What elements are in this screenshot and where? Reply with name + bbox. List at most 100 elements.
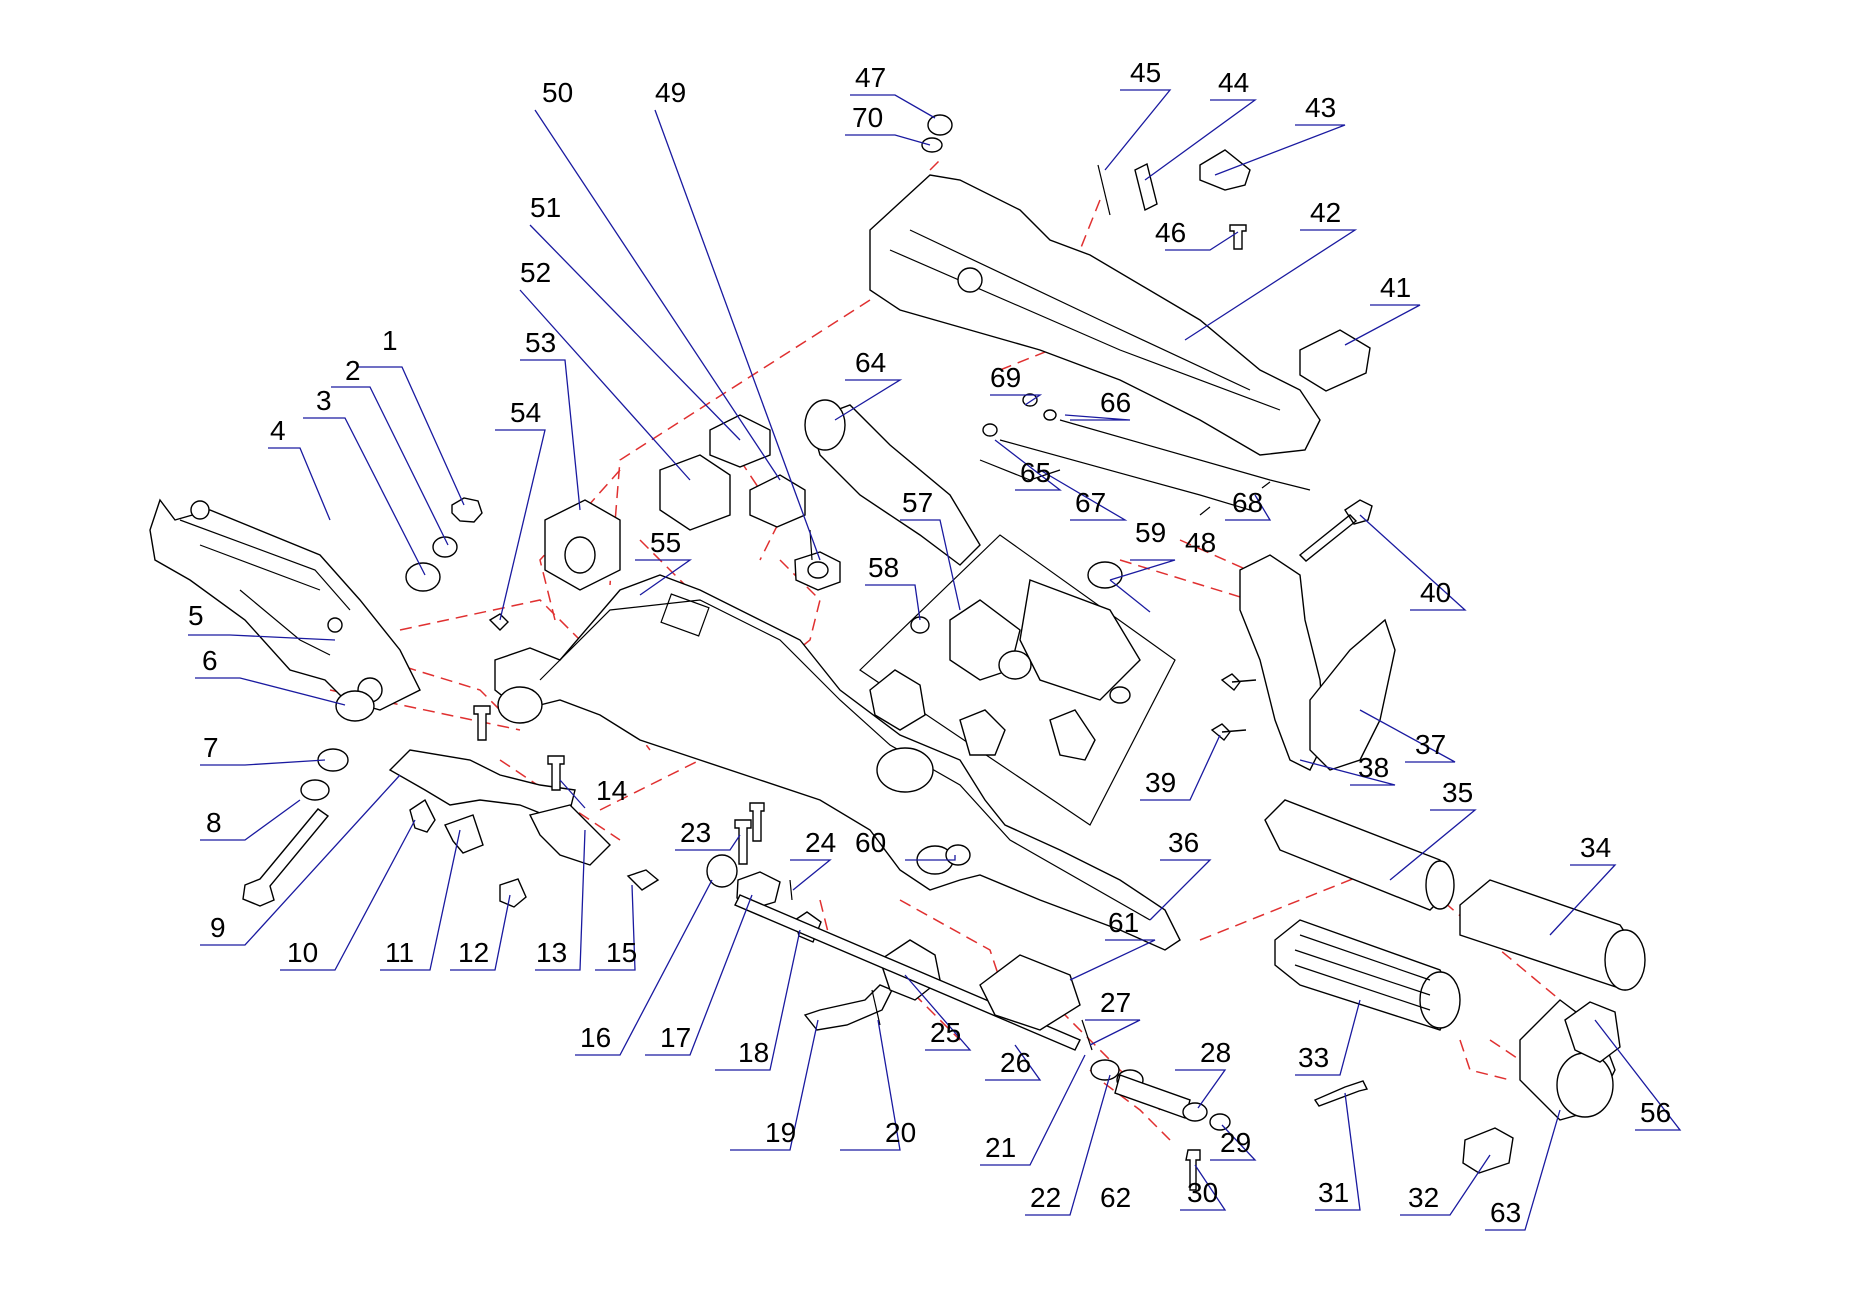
label-16: 16 — [580, 1022, 611, 1053]
part-clip-32 — [1462, 1127, 1514, 1174]
label-28: 28 — [1200, 1037, 1231, 1068]
part-washer-70 — [921, 137, 943, 153]
label-41: 41 — [1380, 272, 1411, 303]
label-63: 63 — [1490, 1197, 1521, 1228]
label-27: 27 — [1100, 987, 1131, 1018]
part-bushing-6 — [335, 690, 375, 722]
part-tube-62 — [1114, 1074, 1191, 1119]
label-55: 55 — [650, 527, 681, 558]
label-37: 37 — [1415, 729, 1446, 760]
label-32: 32 — [1408, 1182, 1439, 1213]
label-42: 42 — [1310, 197, 1341, 228]
part-cable-65 — [979, 459, 1061, 481]
label-12: 12 — [458, 937, 489, 968]
label-52: 52 — [520, 257, 551, 288]
label-23: 23 — [680, 817, 711, 848]
label-61: 61 — [1108, 907, 1139, 938]
label-8: 8 — [206, 807, 222, 838]
part-latch-43 — [1199, 149, 1251, 191]
part-pad-12 — [499, 878, 527, 908]
label-22: 22 — [1030, 1182, 1061, 1213]
label-48: 48 — [1185, 527, 1216, 558]
label-36: 36 — [1168, 827, 1199, 858]
label-38: 38 — [1358, 752, 1389, 783]
label-49: 49 — [655, 77, 686, 108]
part-cable-67 — [999, 439, 1251, 511]
label-25: 25 — [930, 1017, 961, 1048]
label-14: 14 — [596, 775, 627, 806]
label-18: 18 — [738, 1037, 769, 1068]
label-33: 33 — [1298, 1042, 1329, 1073]
part-bolt-30 — [1185, 1149, 1201, 1191]
part-plate-44 — [1134, 162, 1158, 212]
label-43: 43 — [1305, 92, 1336, 123]
label-67: 67 — [1075, 487, 1106, 518]
label-68: 68 — [1232, 487, 1263, 518]
label-56: 56 — [1640, 1097, 1671, 1128]
label-4: 4 — [270, 415, 286, 446]
part-ring-59 — [1087, 561, 1123, 589]
label-51: 51 — [530, 192, 561, 223]
part-strip-45 — [1097, 164, 1111, 216]
part-connector-41 — [1299, 329, 1371, 392]
label-45: 45 — [1130, 57, 1161, 88]
label-10: 10 — [287, 937, 318, 968]
label-47: 47 — [855, 62, 886, 93]
label-11: 11 — [385, 937, 414, 968]
part-cover-61 — [979, 954, 1081, 1031]
label-34: 34 — [1580, 832, 1611, 863]
label-17: 17 — [660, 1022, 691, 1053]
label-50: 50 — [542, 77, 573, 108]
label-54: 54 — [510, 397, 541, 428]
label-20: 20 — [885, 1117, 916, 1148]
part-pin-24 — [789, 879, 793, 901]
part-ring-22 — [1090, 1059, 1120, 1081]
part-eyelet-69 — [1022, 393, 1038, 407]
part-clip-11 — [444, 814, 484, 854]
part-cable-66 — [1059, 419, 1311, 491]
label-46: 46 — [1155, 217, 1186, 248]
label-19: 19 — [765, 1117, 796, 1148]
label-59: 59 — [1135, 517, 1166, 548]
label-3: 3 — [316, 385, 332, 416]
label-13: 13 — [536, 937, 567, 968]
label-1: 1 — [382, 325, 398, 356]
label-39: 39 — [1145, 767, 1176, 798]
label-62: 62 — [1100, 1182, 1131, 1213]
part-pin-27 — [1081, 1019, 1093, 1051]
label-69: 69 — [990, 362, 1021, 393]
part-tube-35 — [1264, 799, 1451, 911]
label-6: 6 — [202, 645, 218, 676]
label-5: 5 — [188, 600, 204, 631]
part-body-52 — [659, 454, 731, 531]
label-2: 2 — [345, 355, 361, 386]
label-9: 9 — [210, 912, 226, 943]
part-washer-28 — [1182, 1102, 1208, 1122]
part-screw-39a — [1220, 673, 1257, 692]
part-screw-14b — [547, 755, 565, 791]
part-pin-20 — [871, 989, 881, 1026]
part-boot-64 — [809, 404, 981, 566]
part-switch-56 — [1564, 1001, 1621, 1063]
part-cover-42 — [869, 174, 1321, 456]
leader-lines — [188, 89, 1682, 1231]
part-clip-13 — [528, 804, 611, 866]
parts — [149, 114, 1646, 1191]
part-bushing-60 — [945, 844, 971, 866]
part-clip-68 — [1199, 481, 1271, 516]
part-bolt-8 — [242, 808, 330, 907]
label-15: 15 — [606, 937, 637, 968]
label-57: 57 — [902, 487, 933, 518]
label-26: 26 — [1000, 1047, 1031, 1078]
part-washer-2 — [432, 536, 458, 558]
part-main-frame-36 — [494, 574, 1181, 951]
label-30: 30 — [1187, 1177, 1218, 1208]
part-block-15 — [626, 869, 660, 891]
part-screw-54 — [488, 613, 509, 631]
label-31: 31 — [1318, 1177, 1349, 1208]
part-cover-37 — [1309, 618, 1396, 771]
part-screw-23 — [734, 819, 752, 865]
part-screw-46 — [1229, 224, 1247, 250]
part-nut-29 — [1209, 1113, 1231, 1131]
